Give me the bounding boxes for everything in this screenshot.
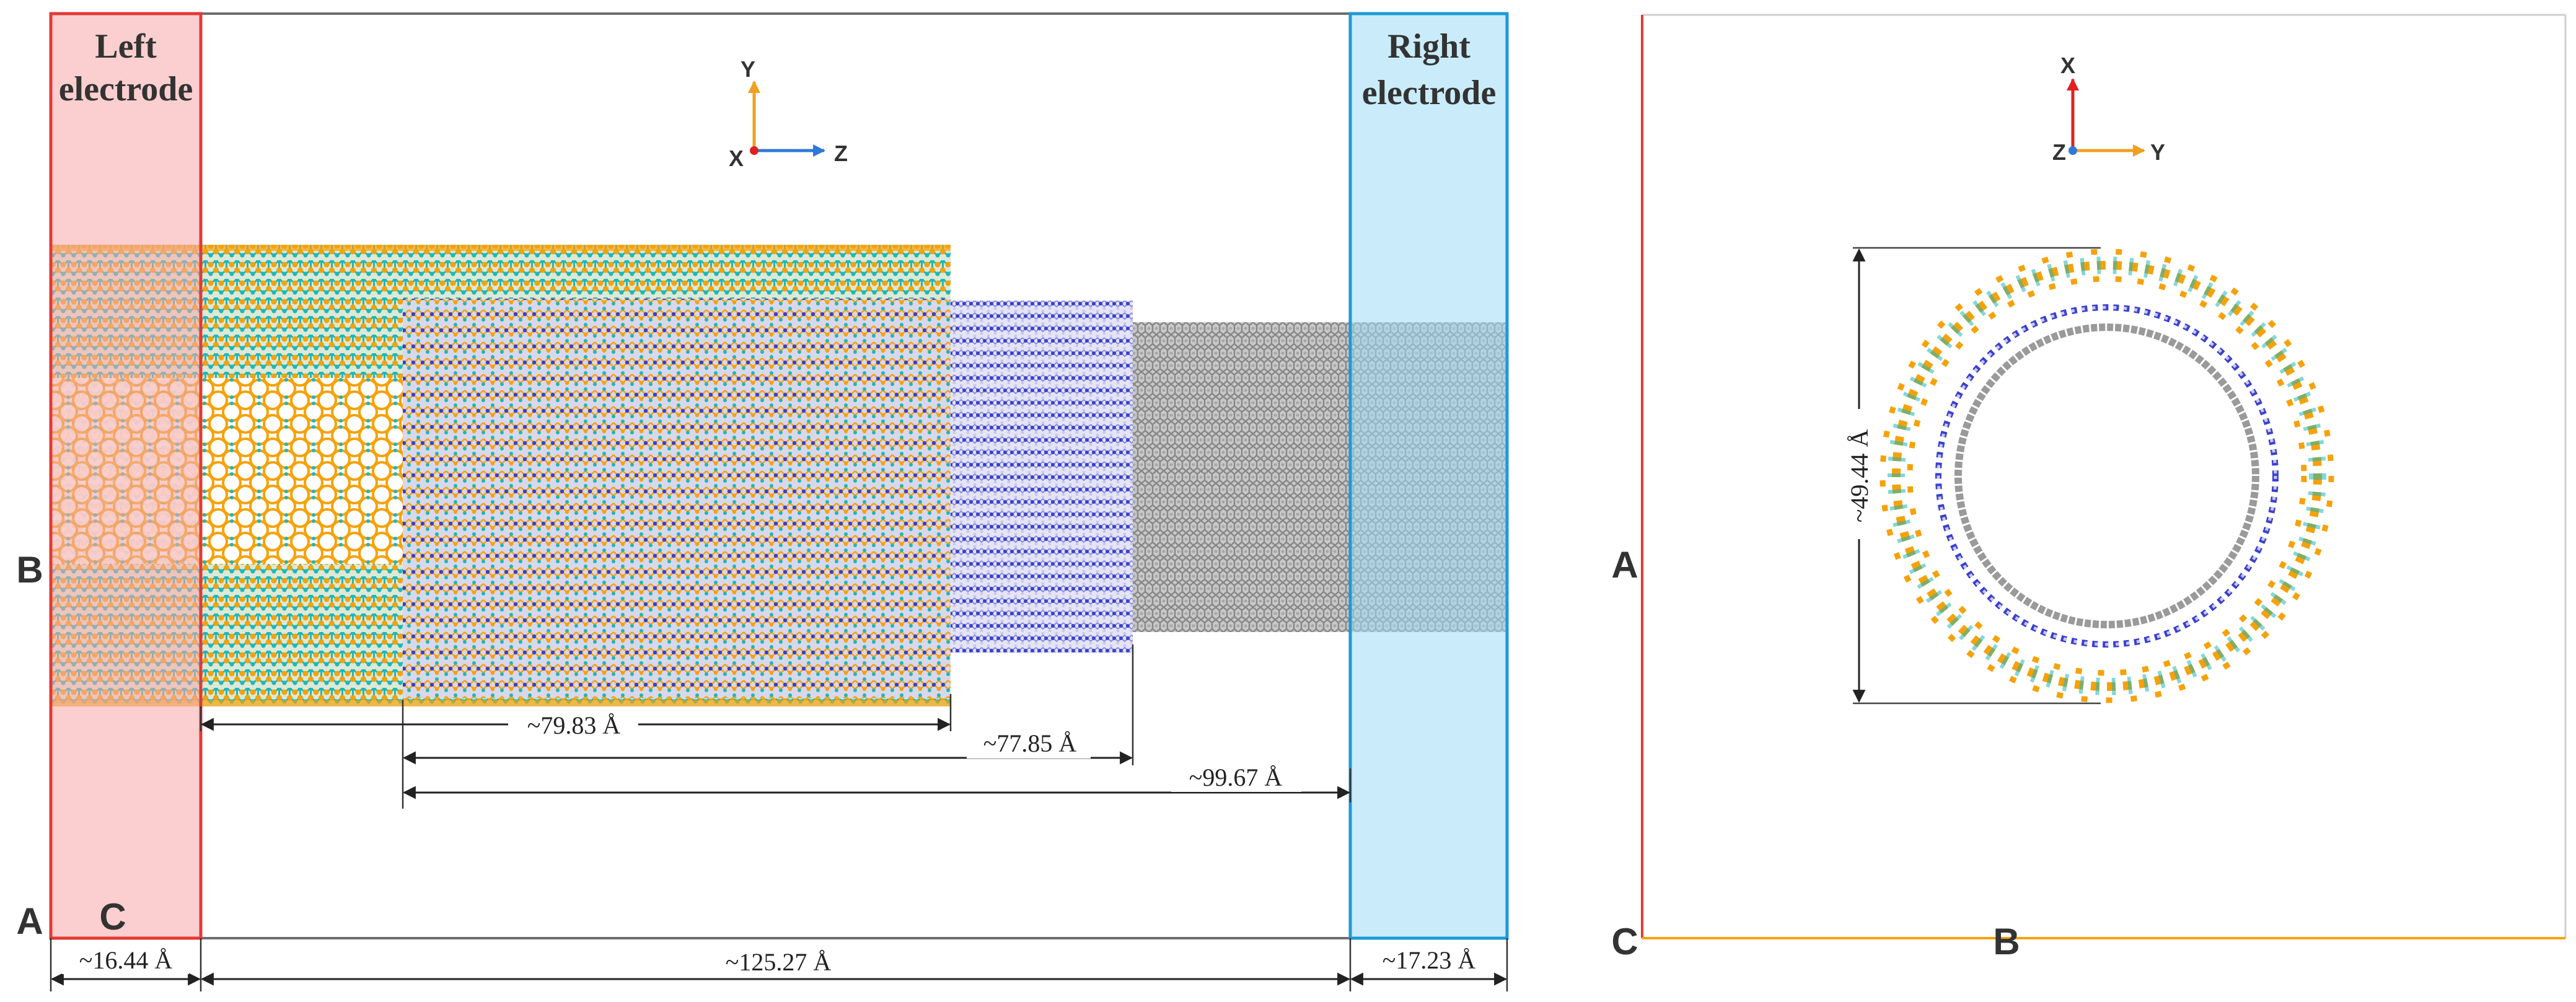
axis-triad-right: X Y Z: [2052, 53, 2165, 165]
z-axis-label: Z: [834, 141, 848, 166]
y-axis-label: Y: [741, 56, 755, 82]
outer-mos2-ring-outer-s: [1879, 248, 2334, 703]
corner-label-c-right: C: [1611, 921, 1638, 962]
x-axis-label-right: X: [2060, 53, 2075, 78]
x-axis-origin: [750, 146, 758, 155]
bn-ring-light: [1936, 305, 2277, 646]
dim-label-17: ~17.23 Å: [1383, 946, 1476, 974]
dim-label-77: ~77.85 Å: [983, 729, 1077, 757]
left-electrode-label-line2: electrode: [59, 70, 193, 108]
carbon-ring: [1954, 323, 2259, 628]
corner-label-c-left: C: [99, 896, 126, 938]
z-axis-origin: [2068, 146, 2077, 155]
outer-mos2-ring-metal: [1888, 257, 2326, 695]
dim-label-16: ~16.44 Å: [79, 946, 173, 974]
mixed-lattice-segment: [403, 299, 951, 698]
left-electrode-region: [49, 12, 203, 940]
outer-mos2-ring-inner-s: [1907, 276, 2307, 676]
bn-ring: [1935, 304, 2279, 648]
dim-label-99: ~99.67 Å: [1189, 763, 1283, 791]
tube-cross-section: [1879, 248, 2334, 703]
right-electrode-region: [1348, 12, 1509, 940]
nanotube-structure: [51, 245, 1507, 706]
x-axis-label: X: [729, 146, 744, 171]
z-axis-label-right: Z: [2052, 139, 2066, 165]
right-panel: X Y Z ~49.44 Å A C B: [1611, 14, 2567, 962]
axis-triad-left: Y Z X: [729, 56, 848, 171]
right-electrode-label-line1: Right: [1387, 27, 1470, 66]
dim-label-49: ~49.44 Å: [1845, 429, 1873, 523]
y-axis-label-right: Y: [2150, 139, 2165, 165]
corner-label-a-left: A: [16, 900, 43, 942]
left-panel: Left electrode Right electrode Y Z X: [16, 12, 1509, 991]
mos2-edge-top: [51, 245, 951, 251]
bn-tube-segment: [951, 301, 1133, 653]
dimension-arrows: [50, 718, 1508, 986]
corner-label-b-left: B: [16, 549, 43, 591]
right-electrode-label-line2: electrode: [1362, 74, 1497, 112]
dim-label-125: ~125.27 Å: [726, 948, 832, 976]
mos2-edge-bottom: [51, 700, 951, 706]
dim-label-79: ~79.83 Å: [527, 711, 621, 739]
left-electrode-label-line1: Left: [95, 27, 157, 66]
corner-label-b-right: B: [1993, 921, 2020, 962]
diameter-dimension: ~49.44 Å: [1844, 247, 2101, 705]
mos2-open-region: [201, 378, 403, 564]
corner-label-a-right: A: [1611, 544, 1638, 586]
